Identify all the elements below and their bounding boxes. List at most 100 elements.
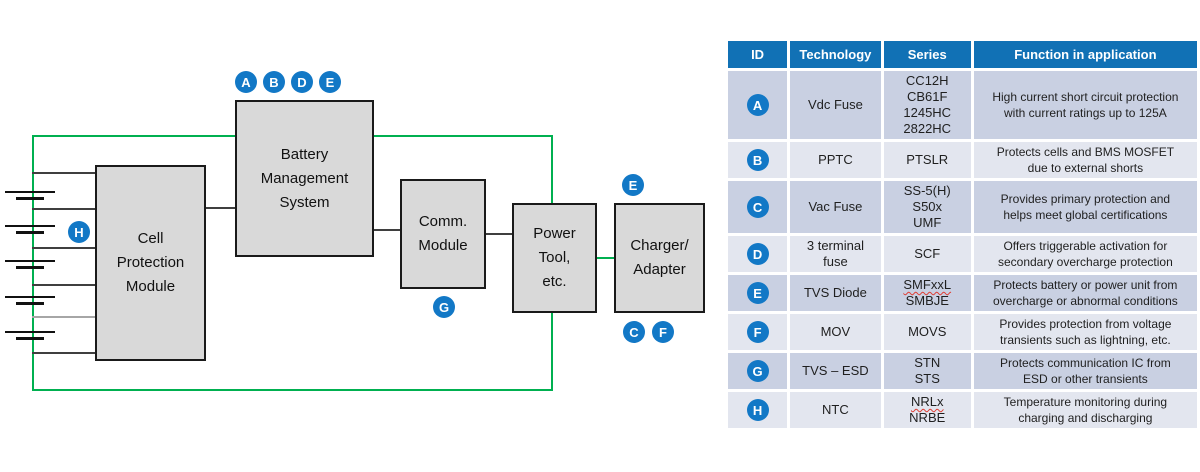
row-id-badge-icon: F [746, 321, 769, 343]
charger-adapter-box: Charger/ Adapter [614, 203, 705, 313]
series-cell: PTSLR [883, 142, 971, 178]
cell-tap-wire [32, 247, 95, 249]
id-cell: E [728, 275, 788, 311]
series-name: S50x [912, 199, 943, 214]
column-header-function: Function in application [973, 41, 1197, 68]
series-name: SCF [914, 246, 941, 261]
series-name: SS-5(H) [903, 183, 951, 198]
technology-cell: PPTC [790, 142, 881, 178]
row-id-badge-icon: G [746, 360, 769, 382]
charger-adapter-label: Charger/ Adapter [630, 237, 689, 278]
technology-cell: TVS – ESD [790, 353, 881, 389]
badge-d-icon: D [291, 71, 313, 93]
cell-tap-wire [32, 352, 95, 354]
series-name: CB61F [907, 89, 948, 104]
function-cell: Protects cells and BMS MOSFET due to ext… [973, 142, 1197, 178]
row-id-badge-icon: E [746, 282, 769, 304]
comm-module-box: Comm. Module [400, 179, 486, 289]
technology-cell: NTC [790, 392, 881, 428]
series-name: STN [914, 355, 941, 370]
battery-management-system-label: Battery Management System [260, 145, 349, 211]
series-name: SMBJE [905, 293, 949, 308]
technology-cell: Vac Fuse [790, 181, 881, 233]
bms-to-comm-wire [374, 229, 400, 231]
badge-h-icon: H [68, 221, 90, 243]
components-table: ID Technology Series Function in applica… [725, 38, 1200, 431]
battery-pack-diagram: Cell Protection Module Battery Managemen… [5, 71, 705, 391]
table-row: F MOV MOVS Provides protection from voltage… [728, 314, 1197, 350]
id-cell: H [728, 392, 788, 428]
function-cell: Temperature monitoring during charging a… [973, 392, 1197, 428]
cpm-to-bms-wire [206, 207, 235, 209]
badge-e-icon: E [319, 71, 341, 93]
column-header-technology: Technology [790, 41, 881, 68]
id-cell: D [728, 236, 788, 272]
technology-cell: 3 terminal fuse [790, 236, 881, 272]
table-row: D 3 terminal fuse SCF Offers triggerable ac… [728, 236, 1197, 272]
series-name: 1245HC [903, 105, 952, 120]
cell-protection-module-label: Cell Protection Module [116, 230, 185, 295]
battery-management-system-box: Battery Management System [235, 100, 374, 257]
power-tool-box: Power Tool, etc. [512, 203, 597, 313]
series-name: SMFxxL [903, 277, 952, 292]
id-cell: F [728, 314, 788, 350]
row-id-badge-icon: D [746, 243, 769, 265]
function-cell: Offers triggerable activation for second… [973, 236, 1197, 272]
id-cell: A [728, 71, 788, 139]
badge-a-icon: A [235, 71, 257, 93]
id-cell: G [728, 353, 788, 389]
badge-c-icon: C [623, 321, 645, 343]
cell-tap-wire [32, 316, 95, 318]
function-cell: Protects battery or power unit from over… [973, 275, 1197, 311]
badge-b-icon: B [263, 71, 285, 93]
series-name: 2822HC [903, 121, 952, 136]
column-header-id: ID [728, 41, 788, 68]
row-id-badge-icon: H [746, 399, 769, 421]
cell-tap-wire [32, 208, 95, 210]
series-name: PTSLR [906, 152, 949, 167]
id-cell: B [728, 142, 788, 178]
technology-cell: TVS Diode [790, 275, 881, 311]
series-cell: MOVS [883, 314, 971, 350]
function-cell: High current short circuit protection wi… [973, 71, 1197, 139]
badge-f-icon: F [652, 321, 674, 343]
series-name: STS [914, 371, 940, 386]
id-cell: C [728, 181, 788, 233]
technology-cell: Vdc Fuse [790, 71, 881, 139]
row-id-badge-icon: C [746, 196, 769, 218]
cell-tap-wire [32, 172, 95, 174]
powertool-to-charger-wire [597, 257, 614, 259]
column-header-series: Series [883, 41, 971, 68]
badge-e-charger-icon: E [622, 174, 644, 196]
cell-protection-module-box: Cell Protection Module [95, 165, 206, 361]
series-name: MOVS [908, 324, 947, 339]
technology-cell: MOV [790, 314, 881, 350]
table-header-row: ID Technology Series Function in applica… [728, 41, 1197, 68]
row-id-badge-icon: A [746, 94, 769, 116]
series-name: UMF [913, 215, 942, 230]
power-tool-label: Power Tool, etc. [533, 225, 576, 290]
function-cell: Protects communication IC from ESD or ot… [973, 353, 1197, 389]
series-name: NRBE [909, 410, 946, 425]
comm-to-powertool-wire [486, 233, 512, 235]
series-name: NRLx [910, 394, 944, 409]
badge-g-icon: G [433, 296, 455, 318]
function-cell: Provides primary protection and helps me… [973, 181, 1197, 233]
comm-module-label: Comm. Module [418, 213, 468, 254]
function-cell: Provides protection from voltage transie… [973, 314, 1197, 350]
series-name: CC12H [905, 73, 949, 88]
cell-tap-wire [32, 284, 95, 286]
